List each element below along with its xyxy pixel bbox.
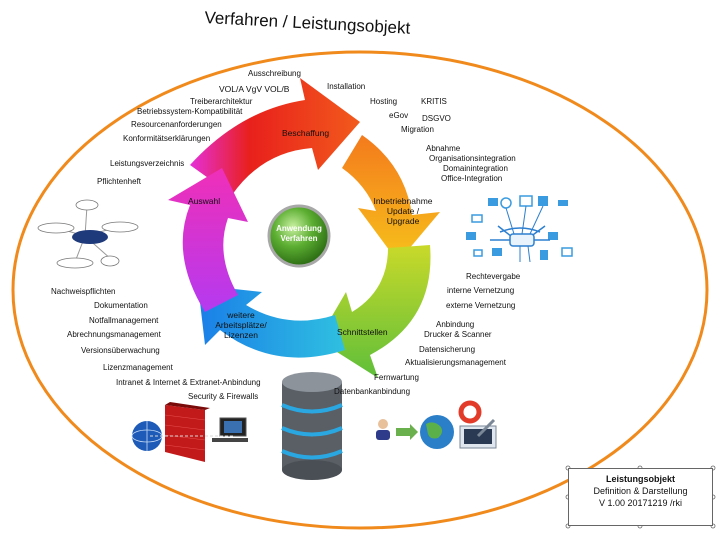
label-externe-vernetzung: externe Vernetzung: [446, 301, 516, 310]
remote-support-graphic: [376, 400, 497, 449]
info-box-subtitle: Definition & Darstellung: [593, 486, 688, 496]
label-installation: Installation: [327, 82, 366, 91]
segment-blue-arrow: [198, 285, 345, 358]
center-label-line2: Verfahren: [280, 234, 318, 243]
label-dsgvo: DSGVO: [422, 114, 451, 123]
label-lizenz: Lizenzmanagement: [103, 363, 173, 372]
label-ausschreibung: Ausschreibung: [248, 69, 301, 78]
mindmap-graphic: [37, 199, 139, 269]
segment-weitere-line1: weitere: [227, 310, 255, 320]
label-fernwartung: Fernwartung: [374, 373, 419, 382]
label-datenbank: Datenbankanbindung: [334, 387, 411, 396]
segment-label-weitere: weitere Arbeitsplätze/ Lizenzen: [210, 310, 272, 340]
info-box-title: Leistungsobjekt: [605, 474, 675, 484]
label-egov: eGov: [389, 111, 409, 120]
segment-label-inbetriebnahme: Inbetriebnahme Update / Upgrade: [371, 196, 435, 226]
label-organisationsintegration: Organisationsintegration: [429, 154, 516, 163]
label-rechtevergabe: Rechtevergabe: [466, 272, 521, 281]
segment-weitere-line3: Lizenzen: [223, 330, 259, 340]
segment-inbetriebnahme-line3: Upgrade: [386, 216, 420, 226]
center-label-line1: Anwendung: [276, 224, 322, 233]
label-datensicherung: Datensicherung: [419, 345, 476, 354]
database-graphic: [281, 372, 343, 480]
label-migration: Migration: [401, 125, 434, 134]
info-box: Leistungsobjekt Definition & Darstellung…: [568, 468, 713, 526]
label-abrechnung: Abrechnungsmanagement: [67, 330, 161, 339]
label-aktualisierung: Aktualisierungsmanagement: [405, 358, 506, 367]
firewall-graphic: [131, 402, 248, 462]
label-vol: VOL/A VgV VOL/B: [219, 84, 290, 94]
label-dokumentation: Dokumentation: [94, 301, 148, 310]
center-label: Anwendung Verfahren: [268, 224, 330, 244]
label-betriebssystem: Betriebssystem-Kompatibilität: [137, 107, 243, 116]
segment-green-arrow: [318, 245, 431, 378]
segment-inbetriebnahme-line1: Inbetriebnahme: [373, 196, 433, 206]
label-interne-vernetzung: interne Vernetzung: [447, 286, 515, 295]
label-kritis: KRITIS: [421, 97, 447, 106]
label-intranet: Intranet & Internet & Extranet-Anbindung: [116, 378, 261, 387]
label-drucker: Drucker & Scanner: [424, 330, 492, 339]
label-resourcen: Resourcenanforderungen: [131, 120, 222, 129]
label-treiberarchitektur: Treiberarchitektur: [190, 97, 253, 106]
segment-label-schnittstellen: Schnittstellen: [337, 327, 388, 337]
segment-red-arrow: [190, 78, 360, 195]
segment-inbetriebnahme-line2: Update /: [386, 206, 420, 216]
segment-orange-arrow: [342, 135, 440, 262]
center-ball: [267, 204, 331, 268]
label-security: Security & Firewalls: [188, 392, 259, 401]
label-abnahme: Abnahme: [426, 144, 461, 153]
segment-label-auswahl: Auswahl: [188, 196, 221, 206]
label-pflichtenheft: Pflichtenheft: [97, 177, 142, 186]
label-notfall: Notfallmanagement: [89, 316, 159, 325]
segment-weitere-line2: Arbeitsplätze/: [215, 320, 267, 330]
label-versions: Versionsüberwachung: [81, 346, 160, 355]
label-officeintegration: Office-Integration: [441, 174, 503, 183]
info-box-version: V 1.00 20171219 /rki: [598, 498, 683, 508]
label-nachweispflichten: Nachweispflichten: [51, 287, 116, 296]
it-network-graphic: [466, 195, 573, 263]
label-anbindung: Anbindung: [436, 320, 475, 329]
label-hosting: Hosting: [370, 97, 398, 106]
outer-ellipse: [11, 50, 709, 530]
segment-label-beschaffung: Beschaffung: [282, 128, 330, 138]
label-domainintegration: Domainintegration: [443, 164, 508, 173]
label-konformitaet: Konformitätserklärungen: [123, 134, 211, 143]
segment-magenta-arrow: [168, 168, 248, 312]
label-leistungsverzeichnis: Leistungsverzeichnis: [110, 159, 185, 168]
